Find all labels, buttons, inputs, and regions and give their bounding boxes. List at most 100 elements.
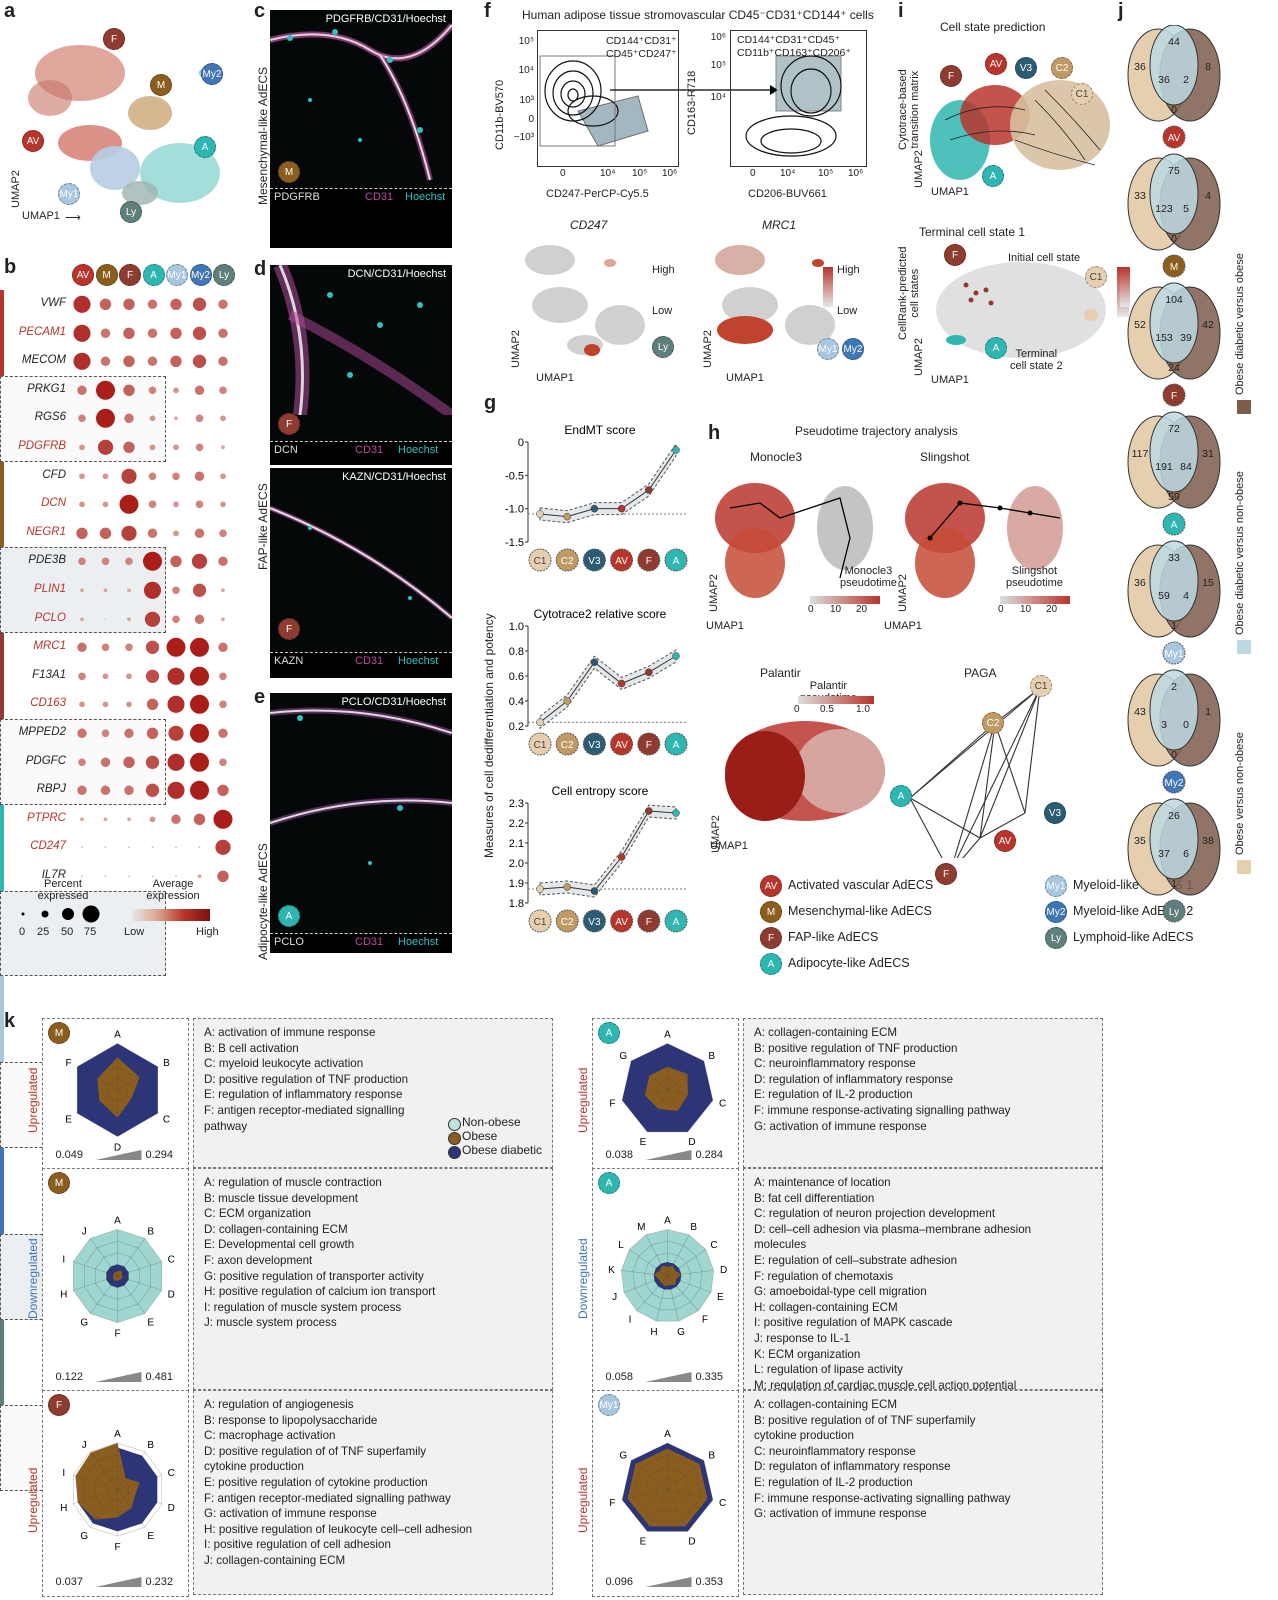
legend-badge-My1: My1 [1045, 875, 1067, 897]
svg-text:104: 104 [1165, 294, 1183, 306]
g-point-C2 [563, 697, 571, 705]
venn-badge-My2 [1162, 770, 1186, 794]
dot-CD163-My1 [167, 696, 185, 714]
g-point-F [645, 668, 653, 676]
k-term: J: muscle system process [204, 1316, 337, 1330]
legend-badge-My2: My2 [1045, 901, 1067, 923]
svg-text:E: E [640, 1536, 647, 1547]
g-xbadge-F [637, 732, 661, 756]
svg-text:A: A [114, 1429, 121, 1440]
gene-label-PRKG1: PRKG1 [27, 382, 66, 395]
g-xbadge-AV [610, 909, 634, 933]
dot-DCN-A [148, 500, 157, 509]
dot-CD247-My1 [175, 846, 177, 849]
g-xbadge-AV [610, 732, 634, 756]
panel-label-j: j [1118, 0, 1124, 22]
k-term: F: immune response-activating signalling… [754, 1103, 1011, 1117]
panel-d-title-1: DCN/CD31/Hoechst [347, 268, 446, 280]
dotplot-col-AV: AV [72, 264, 94, 286]
svg-text:3: 3 [1161, 719, 1167, 731]
legend-label-AV: Activated vascular AdECS [788, 878, 934, 892]
dot-DCN-My1 [173, 501, 179, 508]
dot-CFD-My2 [194, 471, 205, 481]
dotplot-row-PECAM1 [73, 324, 228, 342]
dot-PDGFRB-F [123, 441, 135, 453]
monocle3-gradient [810, 596, 880, 604]
j-legend-label-1: Obese diabetic versus obese [1234, 253, 1246, 395]
dot-PRKG1-M [96, 380, 115, 400]
venn-badge-AV [1162, 125, 1186, 149]
k-term: E: regulation of IL-2 production [754, 1475, 913, 1489]
panel-e-subpanels: PCLO CD31 Hoechst [270, 933, 452, 953]
k-term: A: collagen-containing ECM [754, 1398, 898, 1411]
dot-CD163-My2 [190, 695, 209, 715]
dot-PDGFC-F [123, 756, 135, 768]
svg-text:E: E [147, 1318, 154, 1329]
gene-label-PLIN1: PLIN1 [34, 583, 66, 595]
k-term: cytokine production [754, 1429, 854, 1443]
panel-e-title: PCLO/CD31/Hoechst [341, 696, 446, 708]
svg-text:E: E [147, 1531, 154, 1542]
k-term: F: regulation of chemotaxis [754, 1269, 894, 1283]
svg-text:1: 1 [1171, 878, 1177, 890]
svg-text:D: D [114, 1143, 121, 1154]
k-term: B: positive regulation of TNF production [754, 1041, 958, 1055]
venn-badge-Ly [1162, 899, 1186, 923]
g-point-AV [617, 853, 626, 861]
k-scale-min: 0.037 [55, 1576, 84, 1588]
svg-text:H: H [60, 1503, 67, 1514]
svg-text:I: I [62, 1468, 65, 1479]
cluster-badge-M: M [150, 74, 172, 96]
svg-text:D: D [688, 1536, 695, 1547]
dot-PLIN1-My1 [172, 586, 180, 595]
dot-PTPRC-Ly [213, 809, 233, 829]
gene-label-MRC1: MRC1 [33, 640, 66, 653]
dotplot-row-PTPRC [80, 809, 233, 829]
panel-label-e: e [254, 686, 266, 708]
mrc1-low: Low [837, 305, 858, 317]
svg-text:0: 0 [1171, 104, 1177, 116]
svg-text:M: M [637, 1222, 645, 1233]
dotplot-col-Ly: Ly [213, 264, 235, 286]
svg-text:D: D [168, 1289, 175, 1300]
dot-PDGFC-My1 [167, 753, 185, 771]
i2-badge-F: F [944, 244, 966, 266]
svg-text:C2: C2 [561, 556, 574, 567]
dotplot-row-MPPED2 [77, 723, 228, 743]
svg-text:F: F [1171, 391, 1177, 402]
i-badge-C1: C1 [1071, 83, 1093, 105]
dot-PTPRC-M [103, 817, 108, 821]
dot-CD247-A [151, 846, 154, 849]
dotplot-col-A: A [142, 264, 165, 286]
gene-label-CD163: CD163 [30, 697, 66, 710]
legend-badge-Ly: Ly [1045, 927, 1067, 949]
cd247-high: High [652, 264, 675, 276]
dot-NEGR1-F [121, 525, 137, 541]
svg-text:A: A [664, 1030, 671, 1041]
panel-label-i: i [898, 0, 904, 22]
gene-label-MPPED2: MPPED2 [18, 726, 66, 738]
i2-badge-C1: C1 [1085, 266, 1107, 288]
g-chart-title-2: Cell entropy score [552, 784, 649, 798]
g-xbadge-A [664, 732, 688, 756]
dotplot-row-RGS6 [78, 409, 226, 429]
dot-NEGR1-Ly [219, 529, 227, 537]
dot-CD163-AV [79, 701, 85, 708]
cellrank-umap [936, 262, 1106, 358]
svg-text:My2: My2 [1165, 778, 1184, 789]
legend-badge-A: A [760, 953, 782, 975]
svg-text:36: 36 [1134, 61, 1146, 73]
gene-label-NEGR1: NEGR1 [26, 525, 66, 538]
svg-text:C1: C1 [534, 740, 547, 751]
k-term: J: response to IL-1 [754, 1331, 851, 1345]
dot-MRC1-M [101, 643, 110, 652]
k-term: C: regulation of neuron projection devel… [754, 1207, 996, 1221]
g-ytick: -0.5 [505, 470, 524, 482]
svg-text:117: 117 [1132, 448, 1149, 460]
